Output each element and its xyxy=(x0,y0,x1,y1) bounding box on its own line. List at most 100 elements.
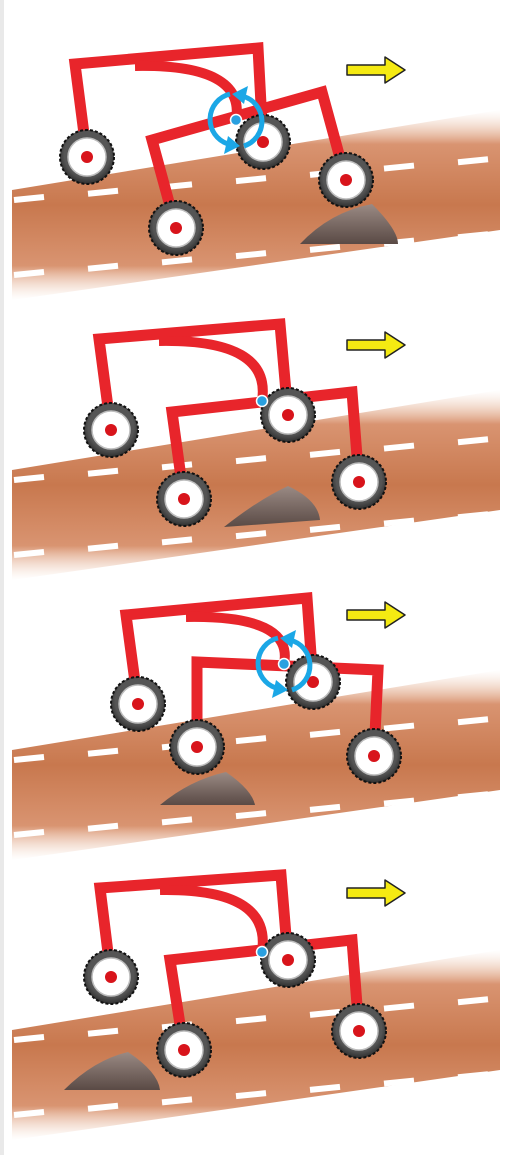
road-dash xyxy=(457,791,489,801)
front-wheel xyxy=(331,1003,387,1059)
road-dash xyxy=(457,156,489,166)
direction-arrow-icon xyxy=(346,601,406,629)
rocker-curve xyxy=(185,611,290,665)
road-dash xyxy=(383,722,415,732)
road-dash xyxy=(13,1109,45,1118)
road-dash xyxy=(13,194,45,203)
bogie-rear-wheel xyxy=(156,471,212,527)
road-dash xyxy=(235,1015,267,1025)
road-dash xyxy=(457,1071,489,1081)
rotation-arrow-icon xyxy=(255,635,279,691)
road-dash xyxy=(309,1083,341,1093)
front-wheel xyxy=(331,454,387,510)
road-dash xyxy=(13,269,45,278)
road-dash xyxy=(383,1077,415,1087)
rotation-arrow-icon xyxy=(289,637,313,693)
pivot-joint xyxy=(229,113,243,127)
road-dash xyxy=(383,1002,415,1012)
road-dash xyxy=(87,542,119,552)
road-dash xyxy=(457,511,489,521)
rotation-arrow-icon xyxy=(241,93,265,149)
road-dash xyxy=(457,996,489,1006)
road-dash xyxy=(161,536,193,546)
road-dash xyxy=(13,754,45,763)
wheel-hub xyxy=(282,954,294,966)
rotation-arrowhead-icon xyxy=(224,136,240,154)
rocker-arm xyxy=(92,318,294,431)
road-dash xyxy=(383,162,415,172)
pivot-joint xyxy=(255,945,269,959)
road-dash xyxy=(235,455,267,465)
panel-step-2 xyxy=(12,318,500,580)
page-edge xyxy=(0,0,4,1155)
road-dash xyxy=(87,187,119,197)
ground-band xyxy=(12,110,500,300)
wheel-hub xyxy=(340,174,352,186)
road-dash xyxy=(87,1027,119,1037)
wheel-hub xyxy=(81,151,93,163)
rocker-arm xyxy=(68,42,269,158)
road-dash xyxy=(235,810,267,820)
direction-arrow-icon xyxy=(346,56,406,84)
road-dash xyxy=(235,530,267,540)
road-dash xyxy=(13,829,45,838)
road-dash xyxy=(87,467,119,477)
road-dash xyxy=(13,474,45,483)
rotation-arrow-icon xyxy=(207,91,231,147)
middle-wheel xyxy=(235,114,291,170)
pivot-joint xyxy=(277,657,291,671)
panel-step-1 xyxy=(12,42,500,300)
road-dash xyxy=(87,262,119,272)
pivot-joint xyxy=(255,394,269,408)
wheel-hub xyxy=(353,476,365,488)
road-dash xyxy=(309,728,341,738)
bogie-rear-wheel xyxy=(169,719,225,775)
road-dash xyxy=(457,436,489,446)
wheel-hub xyxy=(353,1025,365,1037)
wheel-hub xyxy=(170,222,182,234)
road-dash xyxy=(87,1102,119,1112)
rocker-curve xyxy=(134,60,242,121)
road-dash xyxy=(87,822,119,832)
road-dash xyxy=(309,448,341,458)
wheel-hub xyxy=(105,424,117,436)
wheel-hub xyxy=(307,676,319,688)
wheel-hub xyxy=(178,1044,190,1056)
ground-band xyxy=(12,390,500,580)
road-dash xyxy=(235,250,267,260)
road-dash xyxy=(235,175,267,185)
rotation-arrowhead-icon xyxy=(232,86,248,104)
road-dash xyxy=(309,803,341,813)
road-dash xyxy=(457,231,489,241)
rock-icon xyxy=(160,772,255,805)
middle-wheel xyxy=(260,387,316,443)
ground-band xyxy=(12,670,500,860)
rocker-curve xyxy=(158,335,268,402)
front-wheel xyxy=(346,728,402,784)
road-dash xyxy=(235,735,267,745)
direction-arrow-icon xyxy=(346,331,406,359)
ground-band xyxy=(12,950,500,1140)
wheel-hub xyxy=(368,750,380,762)
road-dash xyxy=(309,523,341,533)
wheel-hub xyxy=(191,741,203,753)
road-dash xyxy=(235,1090,267,1100)
wheel-hub xyxy=(105,971,117,983)
road-dash xyxy=(383,797,415,807)
wheel-hub xyxy=(132,698,144,710)
road-dash xyxy=(383,442,415,452)
middle-wheel xyxy=(285,654,341,710)
panel-step-3 xyxy=(12,591,500,860)
rock-icon xyxy=(224,486,320,527)
panel-step-4 xyxy=(12,869,500,1140)
rear-wheel xyxy=(110,676,166,732)
rotation-arrowhead-icon xyxy=(272,680,288,698)
bogie-rear-wheel xyxy=(148,200,204,256)
road-dash xyxy=(13,549,45,558)
front-wheel xyxy=(318,152,374,208)
direction-arrow-icon xyxy=(346,879,406,907)
road-dash xyxy=(87,747,119,757)
rear-wheel xyxy=(83,402,139,458)
wheel-hub xyxy=(178,493,190,505)
